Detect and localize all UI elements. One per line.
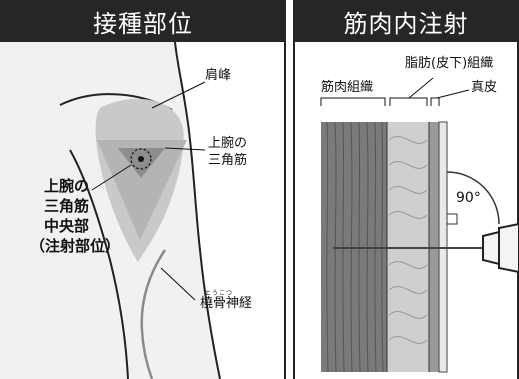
radial-nerve-line (140, 249, 167, 379)
dermis-bracket (430, 97, 440, 106)
injection-zone-triangle (97, 140, 187, 240)
arm-diagram (0, 41, 221, 379)
tissue-cross-section (320, 77, 519, 373)
intramuscular-injection-panel: 筋肉内注射 (293, 0, 519, 379)
site-label-line4: （注射部位） (30, 237, 121, 255)
arm-contour-outer (174, 41, 221, 379)
fat-bracket (389, 97, 428, 106)
arm-outline (0, 42, 220, 379)
muscle-bracket (320, 97, 386, 106)
injection-point-circle (130, 148, 152, 170)
deltoid-label-line2: 三角筋 (208, 153, 248, 168)
armpit-line (69, 149, 129, 379)
deltoid-leader (164, 147, 206, 151)
injection-site-panel: 接種部位 肩峰 上腕の (0, 0, 286, 379)
injection-site-title: 接種部位 (0, 0, 286, 42)
acromion-leader (151, 81, 206, 109)
intramuscular-title: 筋肉内注射 (293, 0, 519, 42)
injection-point (138, 156, 144, 162)
site-label-line1: 上腕の (44, 177, 90, 195)
fat-leader (408, 77, 434, 99)
fat-tissue-label: 脂肪(皮下)組織 (405, 56, 494, 71)
panel-divider (286, 0, 293, 379)
dermis-leader (436, 89, 470, 99)
site-label-line3: 中央部 (44, 217, 90, 235)
site-label-line2: 三角筋 (44, 197, 90, 215)
acromion-label: 肩峰 (205, 68, 232, 83)
radial-nerve-ruby: とうこつ (205, 290, 234, 297)
deltoid-label-line1: 上腕の (208, 136, 248, 151)
angle-arc (446, 171, 500, 225)
dermis-label: 真皮 (471, 80, 498, 95)
radial-nerve-label: 橈骨神経 (200, 296, 253, 311)
site-leader (91, 164, 132, 191)
muscle-tissue-label: 筋肉組織 (321, 80, 374, 95)
angle-label: 90° (456, 190, 481, 206)
injection-target (118, 148, 165, 178)
radial-nerve-leader (160, 267, 196, 301)
syringe-barrel (498, 222, 519, 274)
right-angle-mark (446, 213, 458, 225)
syringe-hub (482, 230, 500, 266)
